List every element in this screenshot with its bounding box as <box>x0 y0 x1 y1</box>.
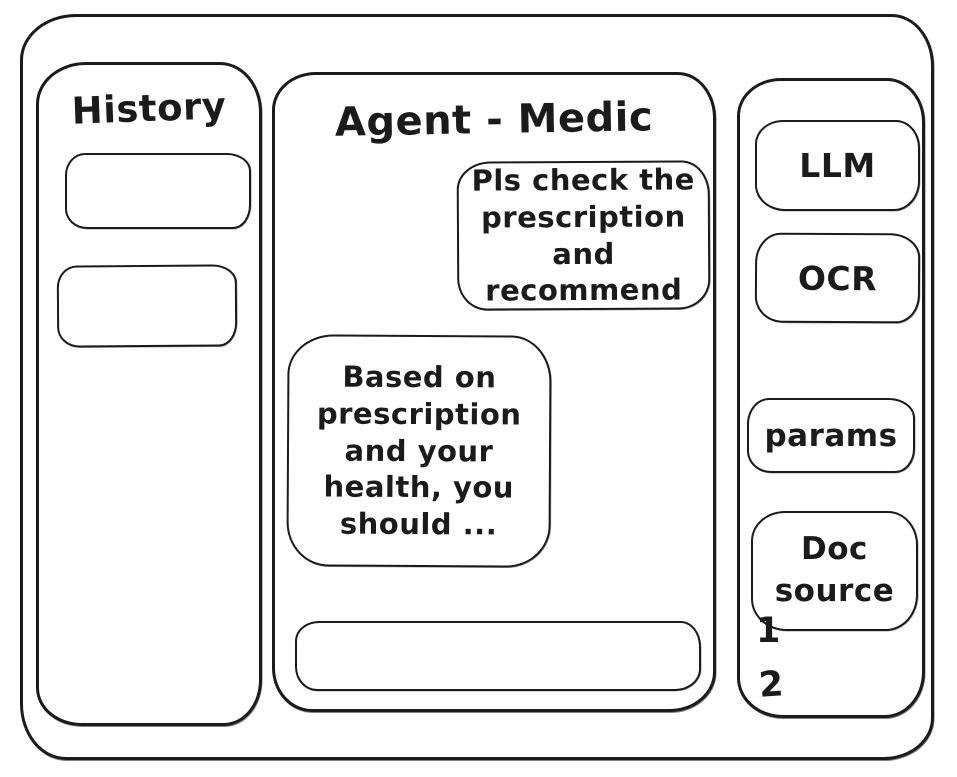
message-input[interactable] <box>295 621 701 691</box>
tool-ocr-label: OCR <box>797 258 878 298</box>
chat-panel: Agent - Medic Pls check the prescription… <box>272 72 716 712</box>
agent-message-bubble: Based on prescription and your health, y… <box>286 334 552 568</box>
tool-llm-button[interactable]: LLM <box>755 120 920 211</box>
tool-params-label: params <box>764 417 898 454</box>
tool-ocr-button[interactable]: OCR <box>754 232 921 324</box>
doc-source-item[interactable]: 2 <box>757 664 786 706</box>
tools-panel: LLM OCR params Doc source 1 2 <box>737 78 925 718</box>
agent-message-text: Based on prescription and your health, y… <box>316 359 522 542</box>
history-panel: History <box>36 62 262 726</box>
tool-doc-source-button[interactable]: Doc source <box>751 511 918 631</box>
tool-doc-source-label: Doc source <box>774 531 895 609</box>
user-message-bubble: Pls check the prescription and recommend <box>456 160 711 311</box>
user-message-text: Pls check the prescription and recommend <box>471 162 695 308</box>
tool-params-button[interactable]: params <box>747 398 915 473</box>
tool-llm-label: LLM <box>799 146 876 185</box>
history-item[interactable] <box>65 153 251 229</box>
history-item[interactable] <box>56 264 238 348</box>
history-title: History <box>70 84 228 133</box>
chat-title: Agent - Medic <box>334 94 654 146</box>
doc-source-item[interactable]: 1 <box>756 611 781 651</box>
